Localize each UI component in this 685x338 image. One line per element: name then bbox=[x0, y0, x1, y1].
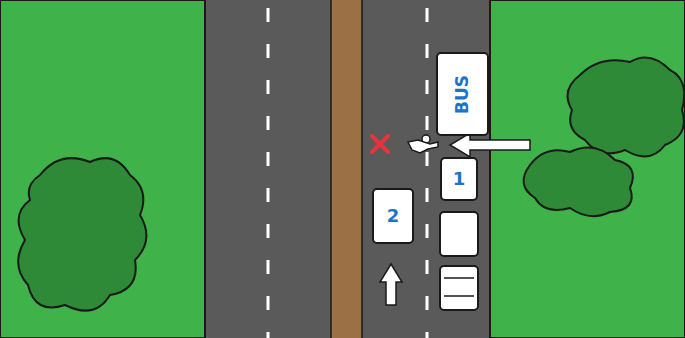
danger-cross bbox=[372, 136, 388, 152]
bus-body: BUS bbox=[436, 52, 489, 136]
car-body: 1 bbox=[440, 157, 478, 201]
car-body: 2 bbox=[372, 188, 414, 244]
windscreen bbox=[444, 277, 474, 279]
callout-number: 2 bbox=[387, 207, 400, 225]
tree-left bbox=[18, 158, 146, 311]
direction-arrow bbox=[380, 264, 402, 305]
right-carriageway bbox=[362, 0, 490, 338]
tree-right bbox=[524, 58, 685, 217]
windscreen bbox=[444, 295, 474, 297]
direction-arrow bbox=[450, 133, 530, 157]
left-carriageway bbox=[205, 0, 331, 338]
road-edge bbox=[489, 0, 491, 338]
verge-edge bbox=[330, 0, 332, 338]
parked-car bbox=[440, 212, 478, 256]
vehicle-label: BUS bbox=[454, 74, 471, 113]
central-reservation bbox=[331, 0, 362, 338]
lane-marking bbox=[267, 8, 270, 338]
road-edge bbox=[204, 0, 206, 338]
pedestrian bbox=[408, 135, 438, 153]
lane-marking bbox=[426, 8, 429, 338]
parked-car bbox=[440, 266, 478, 310]
callout-number: 1 bbox=[453, 170, 466, 188]
verge-edge bbox=[361, 0, 363, 338]
